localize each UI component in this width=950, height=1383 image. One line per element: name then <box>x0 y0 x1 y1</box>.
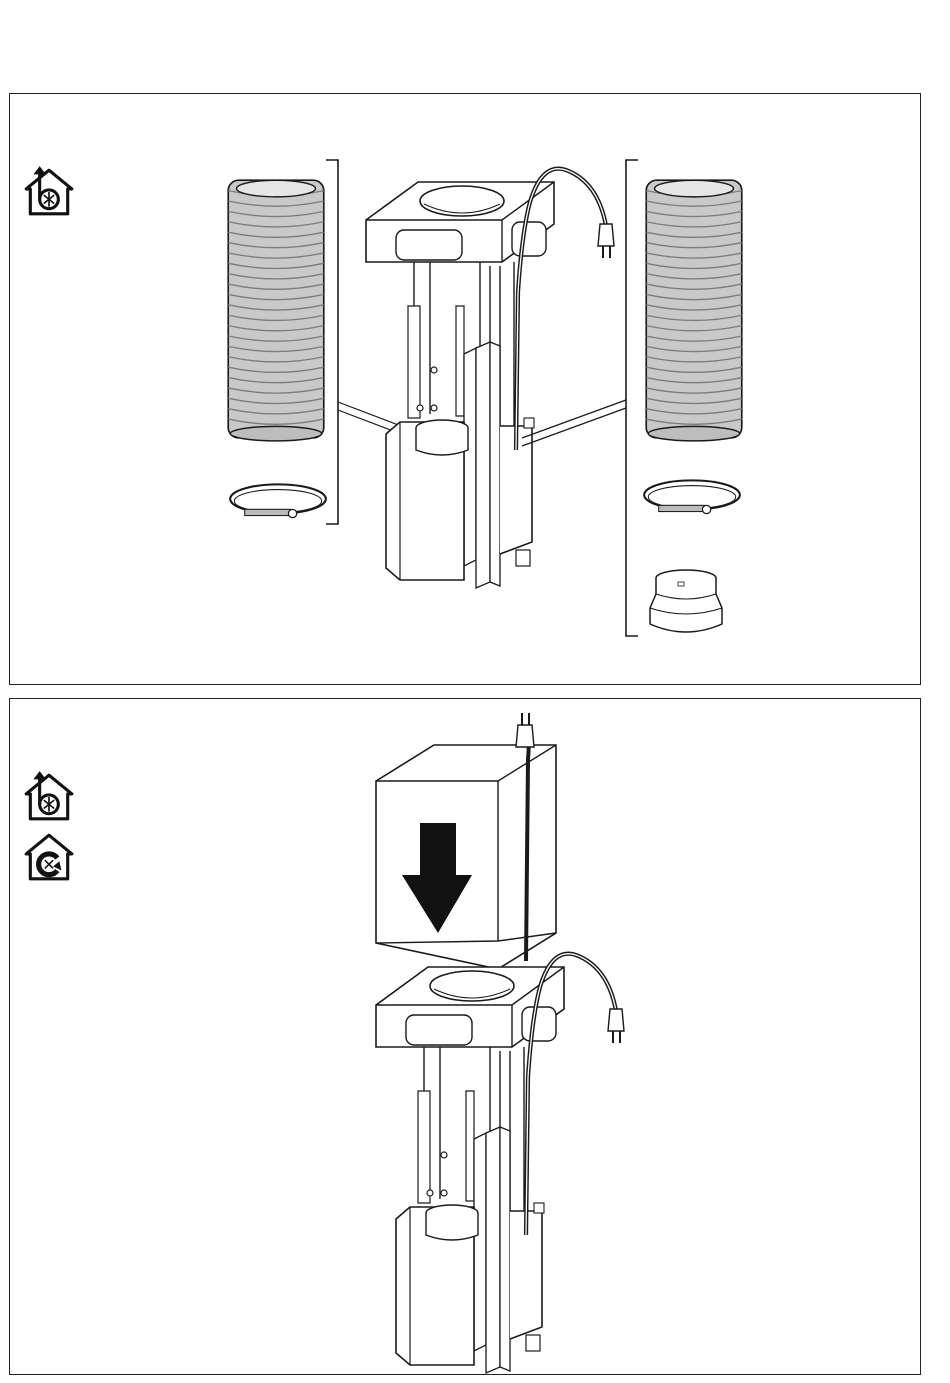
panel-step-connect-duct <box>9 93 921 685</box>
hood-assembly <box>366 169 614 588</box>
power-cord <box>526 729 529 961</box>
recirculation-icon <box>26 835 72 879</box>
plug-icon <box>516 725 534 747</box>
panel-step-fit-chimney <box>9 698 921 1375</box>
flexible-duct-hose <box>228 180 324 441</box>
hose-clamp-right <box>644 480 740 513</box>
right-callout-line <box>522 400 626 438</box>
hose-clamp <box>230 484 326 517</box>
right-bracket-line <box>626 160 638 636</box>
duct-reducer-adapter <box>650 570 722 632</box>
flexible-duct-hose-right <box>646 180 742 441</box>
diagram-connect-duct <box>10 94 922 686</box>
ducted-extraction-icon-2 <box>26 771 72 819</box>
hood-assembly-2 <box>376 954 624 1373</box>
diagram-fit-chimney <box>10 699 922 1376</box>
ducted-extraction-icon <box>26 166 72 214</box>
right-parts-group <box>522 160 742 636</box>
left-bracket-line <box>326 160 338 524</box>
